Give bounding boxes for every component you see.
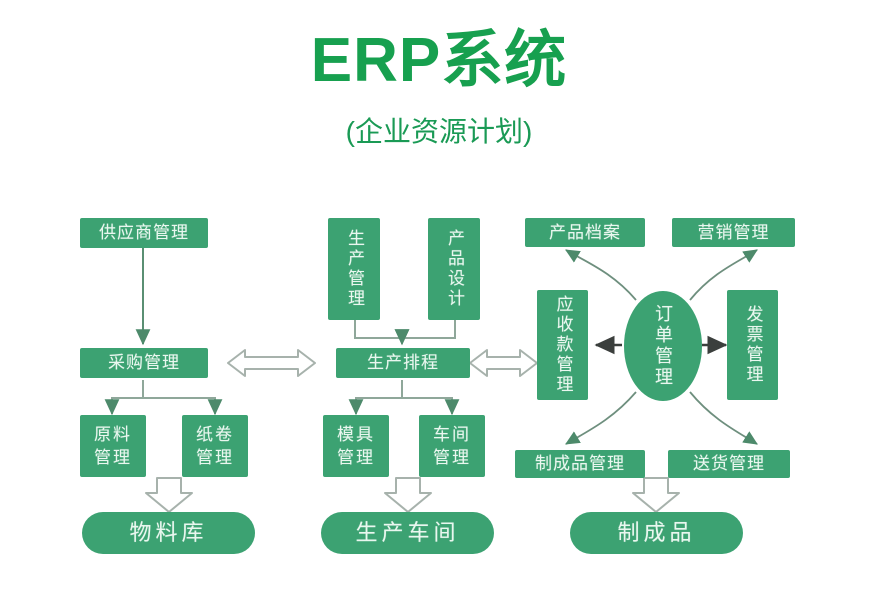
node-receivables-management[interactable]: 应收款管理	[537, 290, 588, 400]
node-finished-goods[interactable]: 制成品	[570, 512, 743, 554]
link-purchasing-to-materials	[104, 380, 223, 416]
page-title: ERP系统	[310, 26, 568, 95]
link-finished-to-product	[632, 477, 680, 513]
node-production-management[interactable]: 生产管理	[328, 218, 380, 320]
link-production-to-schedule	[354, 320, 456, 346]
node-mold-management[interactable]: 模具 管理	[323, 415, 389, 477]
node-paper-roll-management[interactable]: 纸卷 管理	[182, 415, 248, 477]
link-shopfloor-to-workshop	[384, 477, 432, 513]
node-material-warehouse[interactable]: 物料库	[82, 512, 255, 554]
node-finished-goods-management[interactable]: 制成品管理	[515, 450, 645, 478]
node-supplier-management[interactable]: 供应商管理	[80, 218, 208, 248]
node-marketing-management[interactable]: 营销管理	[672, 218, 795, 247]
link-purchasing-schedule	[227, 349, 316, 377]
link-schedule-receivables	[469, 349, 538, 377]
node-workshop-management[interactable]: 车间 管理	[419, 415, 485, 477]
node-purchasing-management[interactable]: 采购管理	[80, 348, 208, 378]
node-delivery-management[interactable]: 送货管理	[668, 450, 790, 478]
node-product-archive[interactable]: 产品档案	[525, 218, 645, 247]
node-product-design[interactable]: 产品设计	[428, 218, 480, 320]
node-invoice-management[interactable]: 发票管理	[727, 290, 778, 400]
page-subtitle: (企业资源计划)	[345, 116, 533, 147]
node-order-management[interactable]: 订单管理	[624, 291, 702, 401]
link-schedule-to-shopfloor	[348, 380, 460, 416]
node-raw-material-management[interactable]: 原料 管理	[80, 415, 146, 477]
node-production-schedule[interactable]: 生产排程	[336, 348, 470, 378]
node-production-workshop[interactable]: 生产车间	[321, 512, 494, 554]
link-materials-to-warehouse	[145, 477, 193, 513]
